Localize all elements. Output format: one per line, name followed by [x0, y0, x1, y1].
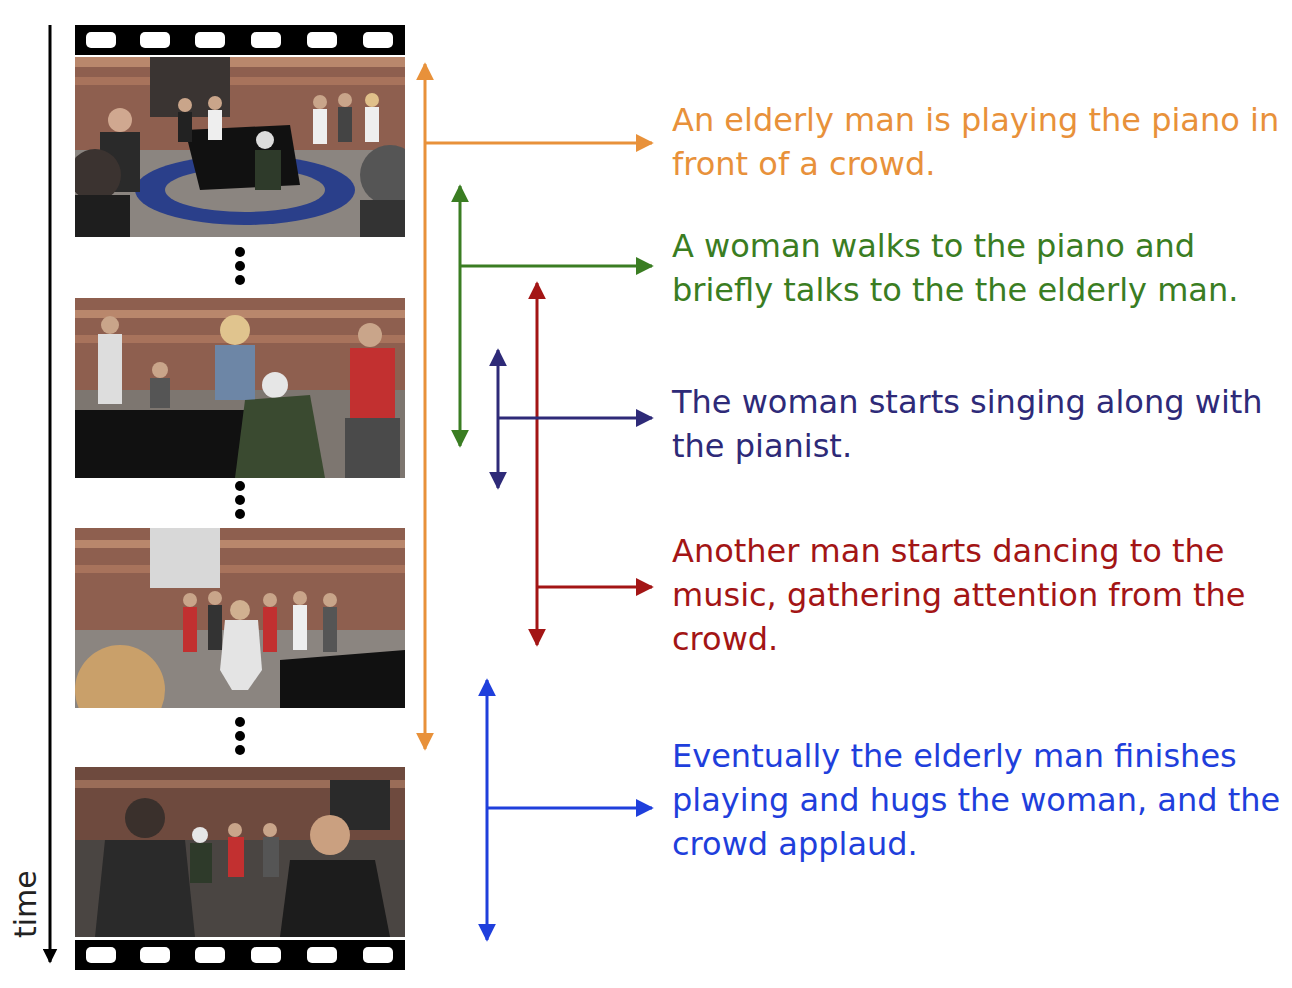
photo-frame: [75, 298, 405, 478]
event-description: A woman walks to the piano and briefly t…: [672, 224, 1284, 312]
film-strip: [75, 25, 405, 970]
event-description: An elderly man is playing the piano in f…: [672, 98, 1284, 186]
time-axis: [49, 25, 52, 962]
photo-frame: [75, 528, 405, 708]
photo-frame: [75, 767, 405, 937]
event-description: Eventually the elderly man finishes play…: [672, 734, 1284, 866]
time-span-bracket: [425, 64, 652, 940]
photo-frame: [75, 57, 405, 237]
event-description: Another man starts dancing to the music,…: [672, 529, 1284, 661]
axis-label: time: [8, 870, 43, 938]
event-description: The woman starts singing along with the …: [672, 380, 1284, 468]
